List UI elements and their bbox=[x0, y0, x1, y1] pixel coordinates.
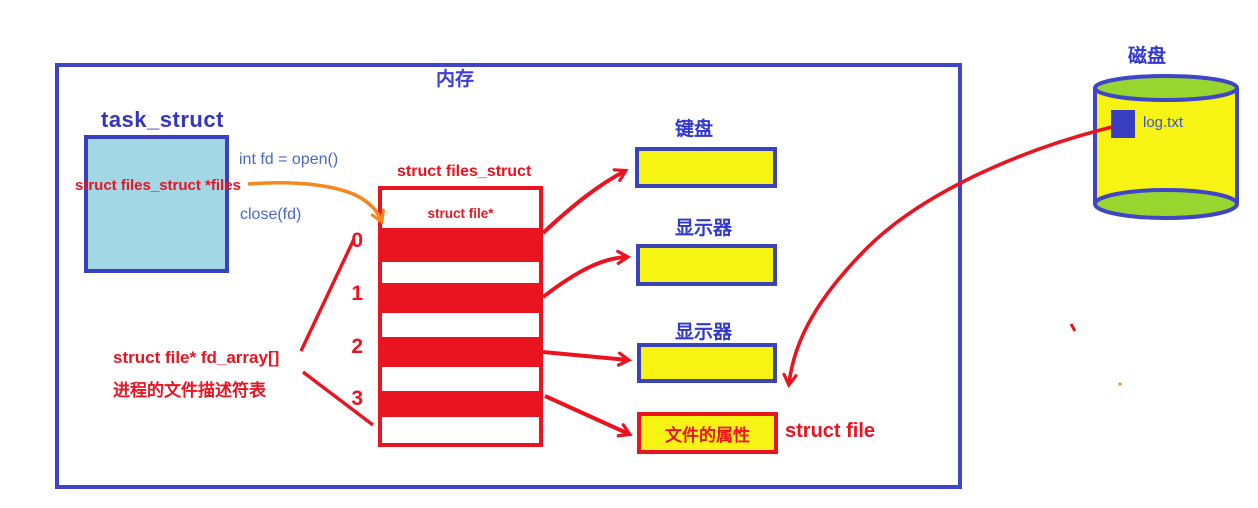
fd-array-caption: struct file* fd_array[] bbox=[113, 348, 280, 367]
struct-file-label: struct file bbox=[785, 420, 876, 442]
fd-table-caption-cn: 进程的文件描述符表 bbox=[113, 381, 266, 400]
task-struct-title: task_struct bbox=[101, 107, 224, 132]
fd-slot-0 bbox=[382, 228, 539, 262]
fd-index-2: 2 bbox=[351, 335, 363, 358]
file-attributes-label: 文件的属性 bbox=[665, 425, 750, 445]
keyboard-label: 键盘 bbox=[675, 119, 714, 140]
fd-index-1: 1 bbox=[351, 282, 363, 305]
display2-label: 显示器 bbox=[675, 322, 733, 343]
close-syscall-text: close(fd) bbox=[240, 206, 302, 223]
stray-orange-dot bbox=[1118, 382, 1122, 386]
disk-label: 磁盘 bbox=[1128, 46, 1167, 67]
display1-label: 显示器 bbox=[675, 218, 733, 239]
open-syscall-text: int fd = open() bbox=[239, 151, 339, 168]
fd-slot-2 bbox=[382, 337, 539, 367]
file-icon bbox=[1111, 110, 1135, 138]
fd-slot-1 bbox=[382, 283, 539, 313]
fd-slot-3 bbox=[382, 391, 539, 417]
keyboard-box bbox=[635, 147, 777, 188]
fd-array-table: struct file* bbox=[378, 186, 543, 447]
disk-body bbox=[1095, 88, 1237, 204]
disk-top-ellipse bbox=[1093, 74, 1239, 102]
disk-bottom-ellipse bbox=[1093, 188, 1239, 220]
fd-table-column-header: struct file* bbox=[427, 206, 494, 221]
display1-box bbox=[636, 244, 777, 286]
files-struct-title: struct files_struct bbox=[397, 163, 532, 180]
fd-index-3: 3 bbox=[351, 387, 363, 410]
files-pointer-field: struct files_struct *files bbox=[75, 177, 241, 194]
disk-file-name: log.txt bbox=[1143, 114, 1184, 131]
stray-red-mark bbox=[1069, 323, 1077, 332]
task-struct-box bbox=[84, 135, 229, 273]
fd-index-0: 0 bbox=[351, 229, 363, 252]
file-attributes-box: 文件的属性 bbox=[637, 412, 778, 454]
memory-label: 内存 bbox=[436, 69, 475, 90]
display2-box bbox=[637, 343, 777, 383]
